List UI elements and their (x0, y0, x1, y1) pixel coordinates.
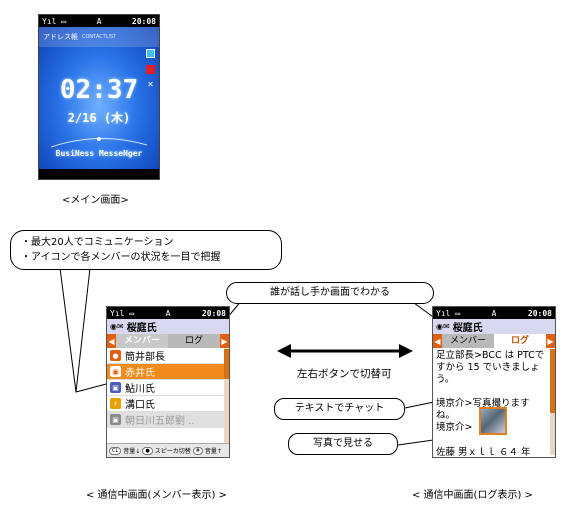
member-status-icon: ▣ (110, 366, 121, 377)
clock-time: 02:37 (59, 75, 139, 105)
log-screen-caption: < 通信中画面(ログ表示) > (412, 490, 533, 501)
tab-log[interactable]: ログ (184, 336, 203, 346)
status-mark: A (491, 308, 497, 318)
softkey-bar (39, 169, 159, 179)
tools-icon: ✕ (147, 80, 154, 89)
clock-date: 2/16 (木) (67, 111, 131, 125)
member-status-icon: ● (110, 350, 121, 361)
feature-line-2: ・アイコンで各メンバーの状況を一目で把握 (21, 252, 221, 263)
arrow-left-icon[interactable]: ◀ (433, 334, 442, 348)
tab-member[interactable]: メンバー (449, 336, 486, 346)
list-item[interactable]: ▣ 朝日川五郎劉 .. (107, 412, 226, 428)
feature-line-1: ・最大20人でコミュニケーション (21, 237, 174, 248)
member-name: 筒井部長 (125, 352, 165, 363)
list-item[interactable]: ● 筒井部長 (107, 348, 226, 364)
status-time: 20:08 (131, 16, 156, 26)
status-bar: Yıl ▭ A 20:08 (39, 15, 159, 27)
member-name: 溝口氏 (125, 400, 155, 411)
header-title: アドレス帳 (43, 33, 78, 41)
switch-label: 左右ボタンで切替可 (297, 368, 392, 380)
hold-key-icon: # (192, 446, 203, 455)
member-status-icon: ▣ (110, 382, 121, 393)
member-name: 鮎川氏 (125, 384, 155, 395)
status-bar: Yıl ▭ A 20:08 (433, 307, 555, 319)
list-item[interactable]: ▣ 赤井氏 (107, 364, 226, 380)
list-item[interactable]: ▣ 鮎川氏 (107, 380, 226, 396)
status-mark: A (165, 308, 171, 318)
clear-key-icon: CL (109, 446, 122, 455)
header-subtitle: CONTACTLIST (82, 34, 117, 40)
contact-list-header[interactable]: アドレス帳 CONTACTLIST (39, 27, 159, 47)
call-icon: ◉✉ (436, 322, 450, 331)
softkey-footer: CL 音量↓ ● スピーカ切替 # 音量↑ (107, 443, 229, 457)
member-screen: Yıl ▭ A 20:08 ◉✉ 桜庭氏 ◀ メンバー ログ ▶ ● 筒井部長 … (106, 306, 230, 458)
main-screen-caption: <メイン画面> (62, 195, 129, 206)
arrow-left-icon[interactable]: ◀ (107, 334, 116, 348)
member-name: 朝日川五郎劉 .. (125, 416, 195, 427)
feature-callout: ・最大20人でコミュニケーション ・アイコンで各メンバーの状況を一目で把握 (10, 230, 282, 270)
photo-callout: 写真で見せる (288, 433, 398, 455)
main-phone-screen: Yıl ▭ A 20:08 アドレス帳 CONTACTLIST ✕ 02:37 … (38, 14, 160, 180)
member-name: 赤井氏 (125, 368, 155, 379)
volume-up-label[interactable]: 音量↑ (204, 448, 222, 455)
chat-log: 足立部長>BCC は PTCで すから 15 でいきましょう。 境京介>写真撮り… (433, 348, 551, 436)
member-status-icon: ▣ (110, 414, 121, 425)
call-partner-name: 桜庭氏 (126, 323, 157, 334)
brand-logo: BusiNess MesseNger (55, 149, 143, 158)
log-screen: Yıl ▭ A 20:08 ◉✉ 桜庭氏 ◀ メンバー ログ ▶ 足立部長>BC… (432, 306, 556, 458)
standby-screen: アドレス帳 CONTACTLIST ✕ 02:37 2/16 (木) BusiN… (39, 27, 159, 169)
log-line: 境京介>写真撮りますね。 (436, 398, 530, 421)
signal-icon: Yıl ▭ (42, 16, 67, 26)
view-tabs: ◀ メンバー ログ ▶ (433, 334, 555, 348)
volume-down-label[interactable]: 音量↓ (123, 448, 141, 455)
arrow-right-icon[interactable]: ▶ (546, 334, 555, 348)
view-tabs: ◀ メンバー ログ ▶ (107, 334, 229, 348)
scrollbar[interactable] (550, 349, 555, 455)
member-list: ● 筒井部長 ▣ 赤井氏 ▣ 鮎川氏 ⚡ 溝口氏 ▣ 朝日川五郎劉 .. (107, 348, 226, 428)
tab-log[interactable]: ログ (494, 334, 546, 348)
scrollbar-thumb[interactable] (550, 349, 555, 413)
member-screen-caption: < 通信中画面(メンバー表示) > (86, 490, 227, 501)
signal-icon: Yıl ▭ (436, 308, 461, 318)
speaker-switch-label[interactable]: スピーカ切替 (154, 448, 191, 455)
status-mark: A (96, 16, 102, 26)
shared-photo[interactable] (479, 407, 507, 435)
battery-icon (146, 49, 155, 58)
log-line: 佐藤 男ｘｌｌ ６４ 年 (436, 447, 531, 458)
call-icon: ◉✉ (110, 322, 124, 331)
call-partner-name: 桜庭氏 (452, 323, 483, 334)
log-line: すから 15 でいきましょう。 (436, 362, 540, 385)
arrow-right-icon[interactable]: ▶ (220, 334, 229, 348)
scrollbar[interactable] (224, 349, 229, 443)
status-time: 20:08 (527, 308, 552, 318)
signal-icon: Yıl ▭ (110, 308, 135, 318)
speaker-callout: 誰が話し手か画面でわかる (226, 282, 434, 304)
tab-member[interactable]: メンバー (116, 334, 168, 348)
select-key-icon: ● (142, 446, 153, 455)
status-time: 20:08 (201, 308, 226, 318)
member-status-icon: ⚡ (110, 398, 121, 409)
swoosh-icon (50, 137, 148, 148)
status-bar: Yıl ▭ A 20:08 (107, 307, 229, 319)
scrollbar-thumb[interactable] (224, 349, 229, 379)
list-item[interactable]: ⚡ 溝口氏 (107, 396, 226, 412)
call-title: ◉✉ 桜庭氏 (107, 319, 229, 334)
log-line: 足立部長>BCC は PTCで (436, 350, 545, 361)
mail-icon (146, 65, 155, 74)
call-title: ◉✉ 桜庭氏 (433, 319, 555, 334)
log-line: 境京介> (436, 422, 473, 433)
chat-callout: テキストでチャット (274, 398, 405, 420)
